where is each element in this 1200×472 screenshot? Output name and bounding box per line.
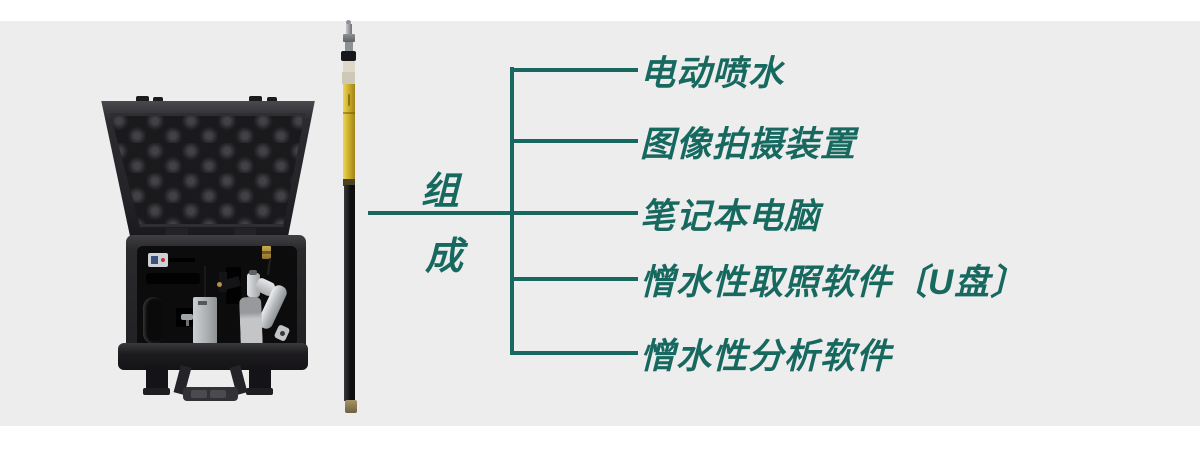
antenna <box>204 266 206 297</box>
brass-nozzle-band <box>262 251 271 254</box>
metal-fitting-stem <box>186 320 189 326</box>
branch-connector-line <box>512 211 638 215</box>
metal-fitting <box>181 314 193 320</box>
rod-tip <box>346 24 352 41</box>
stem-line <box>368 211 514 215</box>
rod-end-cap <box>345 400 357 413</box>
branch-label-1: 电动喷水 <box>640 53 785 93</box>
lid-latch-nub <box>136 96 149 105</box>
case-latch <box>249 365 271 393</box>
case-latch-hook <box>246 388 273 395</box>
instrument-label <box>198 301 207 305</box>
rod-joint-collar <box>343 61 355 72</box>
branch-label-2: 图像拍摄装置 <box>640 124 857 164</box>
case-hinge <box>234 228 256 238</box>
case-latch-hook <box>143 388 170 395</box>
branch-connector-line <box>512 68 638 72</box>
handle-grip-inset <box>210 390 226 398</box>
pump-cap <box>249 270 257 275</box>
root-label-line2: 成 <box>424 236 463 278</box>
branch-label-5: 憎水性分析软件 <box>640 336 893 376</box>
remote-red-button <box>161 258 165 262</box>
lid-latch-nub <box>249 96 262 105</box>
rod-black-section <box>344 185 355 401</box>
rod-sticker-line <box>343 112 355 114</box>
brass-screw <box>217 282 222 287</box>
branch-label-3: 笔记本电脑 <box>640 196 821 236</box>
rod-black-collar <box>341 51 356 61</box>
tray-foam <box>137 246 297 347</box>
lug-hole <box>280 331 285 336</box>
black-lens-item <box>143 297 164 344</box>
case-hinge <box>166 228 188 238</box>
rod-tip-lower <box>345 42 353 52</box>
foam-slit <box>169 258 195 262</box>
rod-tip-nut <box>343 34 355 42</box>
branch-connector-line <box>512 351 638 355</box>
branch-label-4: 憎水性取照软件〔U盘〕 <box>640 262 1027 302</box>
rod-slot-mark <box>348 94 350 106</box>
lid-foam-eggcrate <box>110 113 305 227</box>
foam-slot <box>146 273 200 284</box>
root-label-line1: 组 <box>420 171 459 213</box>
case-latch <box>146 365 168 393</box>
branch-connector-line <box>512 139 638 143</box>
handle-grip-inset <box>191 390 207 398</box>
rod-joint-collar <box>342 72 355 84</box>
remote-screen <box>151 256 158 264</box>
rod-tip-ball <box>346 20 351 25</box>
branch-connector-line <box>512 277 638 281</box>
rod-section-junction <box>343 179 355 186</box>
rod-yellow-section <box>343 84 355 185</box>
